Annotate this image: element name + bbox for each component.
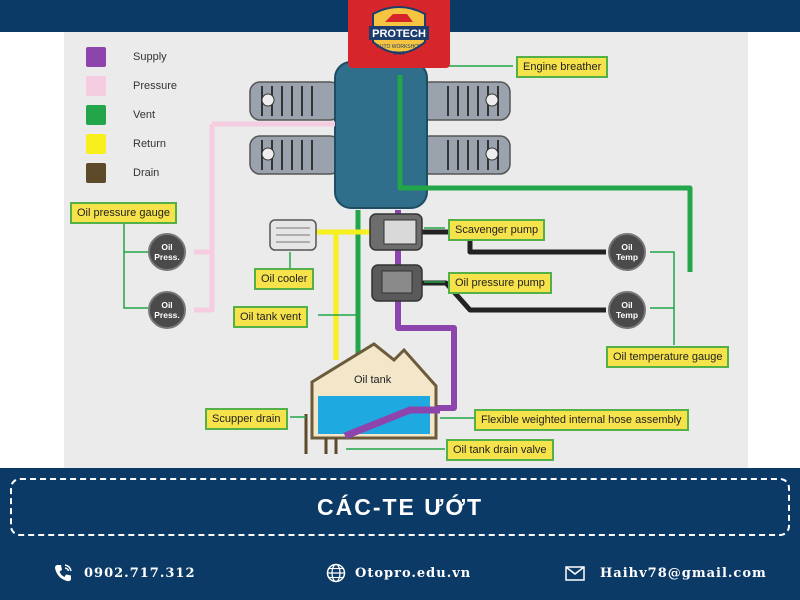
legend-label-supply: Supply <box>133 51 167 63</box>
oil-pressure-pump <box>371 264 423 302</box>
page-title: CÁC-TE ƯỚT <box>316 493 484 520</box>
oil-pressure-gauge-1: Oil Press. <box>148 233 186 271</box>
gauge-label-line2: Press. <box>154 252 180 262</box>
callout-oil-temperature-gauge: Oil temperature gauge <box>606 346 730 368</box>
oil-system-diagram <box>123 61 693 454</box>
legend-swatch-pressure <box>86 76 106 96</box>
legend-swatch-drain <box>86 163 106 183</box>
legend-swatch-return <box>86 134 106 154</box>
legend-swatch-supply <box>86 47 106 67</box>
oil-pressure-gauge-2: Oil Press. <box>148 291 186 329</box>
footer-website[interactable]: Otopro.edu.vn <box>355 566 472 581</box>
phone-icon <box>55 564 72 582</box>
gauge-label-line1: Oil <box>621 300 633 310</box>
oil-tank-label: Oil tank <box>354 374 392 386</box>
gauge-label-line2: Press. <box>154 310 180 320</box>
globe-icon <box>326 563 346 583</box>
engine-cylinders-left <box>249 81 341 175</box>
legend-label-vent: Vent <box>133 109 156 121</box>
callout-oil-tank-drain-valve: Oil tank drain valve <box>446 439 554 461</box>
title-band: CÁC-TE ƯỚT <box>0 468 800 548</box>
gauge-label-line1: Oil <box>161 300 173 310</box>
oil-temperature-gauge-2: Oil Temp <box>608 291 646 329</box>
legend-label-return: Return <box>133 138 167 150</box>
callout-scavenger-pump: Scavenger pump <box>448 219 546 241</box>
legend-label-pressure: Pressure <box>133 80 178 92</box>
gauge-label-line1: Oil <box>161 242 173 252</box>
callout-engine-breather: Engine breather <box>516 56 609 78</box>
callout-oil-pressure-pump: Oil pressure pump <box>448 272 552 294</box>
logo-year: 2008 <box>393 51 404 57</box>
legend-swatch-vent <box>86 105 106 125</box>
gauge-label-line1: Oil <box>621 242 633 252</box>
oil-lines <box>194 75 693 439</box>
title-frame: CÁC-TE ƯỚT <box>10 478 790 536</box>
brand-logo: PROTECH AUTO WORKSHOP 2008 <box>369 6 429 57</box>
callout-flexible-hose: Flexible weighted internal hose assembly <box>474 409 689 431</box>
gauge-label-line2: Temp <box>615 252 639 262</box>
oil-temperature-gauge-1: Oil Temp <box>608 233 646 271</box>
scavenger-pump <box>369 213 423 251</box>
footer: 0902.717.312 Otopro.edu.vn Haihv78@gmail… <box>0 548 800 600</box>
footer-email[interactable]: Haihv78@gmail.com <box>600 566 767 581</box>
logo-name: PROTECH <box>372 28 426 40</box>
callout-oil-tank-vent: Oil tank vent <box>233 306 309 328</box>
oil-tank <box>304 342 440 454</box>
engine-cylinders-right <box>419 81 511 175</box>
oil-cooler <box>269 219 317 251</box>
callout-oil-pressure-gauge: Oil pressure gauge <box>70 202 177 224</box>
footer-phone[interactable]: 0902.717.312 <box>84 566 196 581</box>
gauge-label-line2: Temp <box>615 310 639 320</box>
callout-oil-cooler: Oil cooler <box>254 268 315 290</box>
callout-leaders <box>123 65 675 450</box>
email-icon <box>565 566 585 581</box>
callout-scupper-drain: Scupper drain <box>205 408 288 430</box>
legend-label-drain: Drain <box>133 167 160 179</box>
logo-subtitle: AUTO WORKSHOP <box>377 44 423 50</box>
